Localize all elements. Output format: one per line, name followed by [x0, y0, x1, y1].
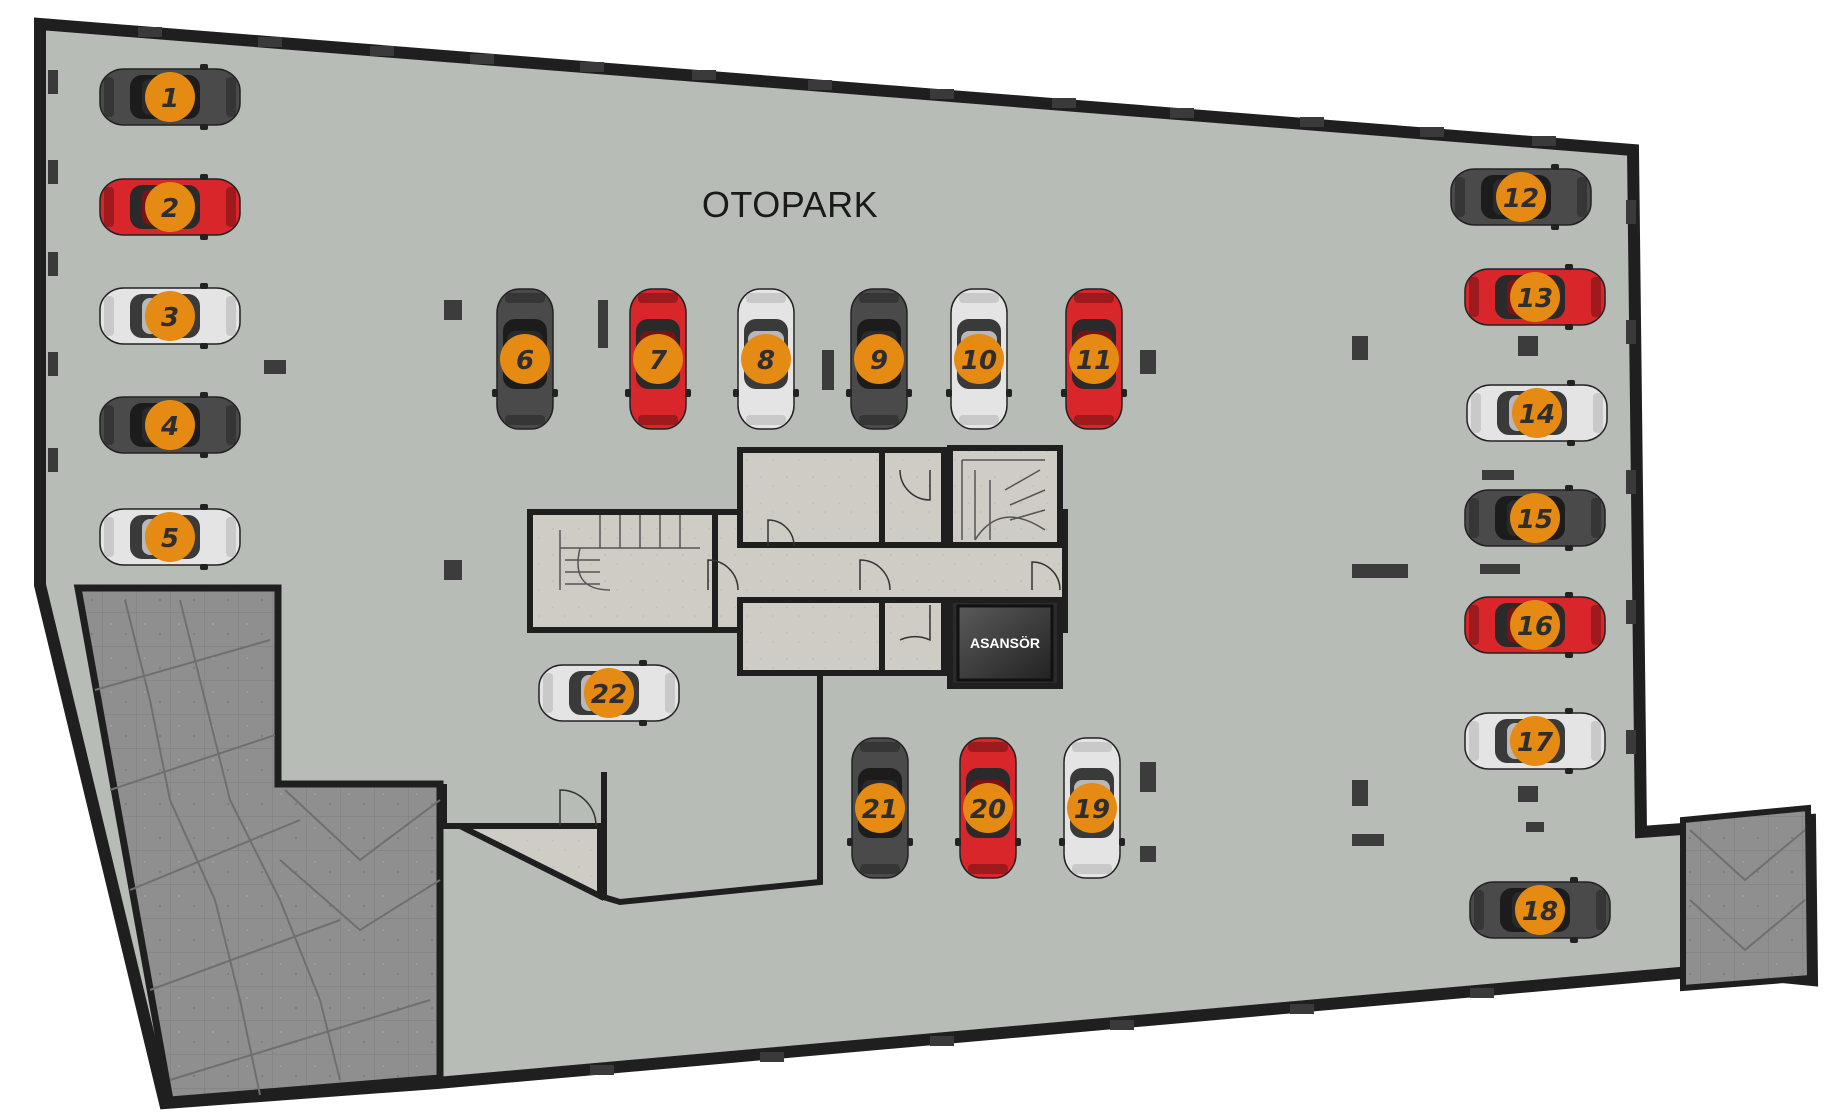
spot-badge [741, 334, 791, 384]
parking-spot: 22 [538, 660, 680, 726]
spot-badge [1515, 885, 1565, 935]
spot-number: 4 [160, 412, 179, 442]
parking-spot: 10 [946, 288, 1012, 430]
parking-spot: 8 [733, 288, 799, 430]
elevator-label: ASANSÖR [970, 635, 1040, 651]
spot-badge [963, 783, 1013, 833]
parking-spot: 11 [1061, 288, 1127, 430]
parking-spot: 13 [1464, 264, 1606, 330]
spot-badge [145, 72, 195, 122]
spot-number: 9 [870, 346, 888, 376]
spot-number: 19 [1074, 795, 1110, 825]
wall-segments [48, 27, 1636, 1075]
spot-number: 8 [757, 346, 775, 376]
spot-badge [145, 400, 195, 450]
parking-spot: 1 [99, 64, 241, 130]
spot-badge [1069, 334, 1119, 384]
spot-badge [954, 334, 1004, 384]
spot-badge [1512, 388, 1562, 438]
parking-spot: 7 [625, 288, 691, 430]
spot-number: 5 [161, 524, 179, 554]
parking-spot: 14 [1466, 380, 1608, 446]
parking-spot: 17 [1464, 708, 1606, 774]
parking-spot: 19 [1059, 737, 1125, 879]
spot-badge [145, 291, 195, 341]
spot-number: 22 [591, 680, 627, 710]
storage-room [441, 672, 823, 906]
parking-spot: 6 [492, 288, 558, 430]
right-ramp [1680, 804, 1814, 992]
spot-badge [145, 512, 195, 562]
spot-number: 20 [970, 795, 1006, 825]
parking-spot: 2 [99, 174, 241, 240]
spot-number: 12 [1503, 184, 1539, 214]
spot-number: 2 [161, 194, 179, 224]
spot-number: 17 [1517, 728, 1554, 758]
spot-badge [1510, 716, 1560, 766]
spot-number: 15 [1517, 505, 1553, 535]
parking-spots: 1 2 3 4 5 6 7 8 9 10 11 12 13 14 15 16 1… [99, 64, 1611, 943]
spot-badge [584, 668, 634, 718]
spot-number: 14 [1519, 400, 1555, 430]
parking-spot: 20 [955, 737, 1021, 879]
spot-number: 6 [516, 346, 534, 376]
spot-number: 10 [961, 346, 997, 376]
elevator [956, 604, 1054, 682]
columns [264, 300, 1544, 862]
spot-badge [633, 334, 683, 384]
parking-spot: 21 [847, 737, 913, 879]
spot-number: 1 [161, 84, 179, 114]
page-title: OTOPARK [702, 184, 878, 225]
spot-number: 16 [1517, 612, 1553, 642]
parking-spot: 12 [1450, 164, 1592, 230]
building-core: ASANSÖR [527, 445, 1068, 689]
spot-badge [1510, 272, 1560, 322]
spot-badge [1496, 172, 1546, 222]
parking-spot: 4 [99, 392, 241, 458]
parking-spot: 5 [99, 504, 241, 570]
spot-number: 18 [1522, 897, 1558, 927]
spot-number: 11 [1076, 346, 1112, 376]
parking-spot: 3 [99, 283, 241, 349]
spot-badge [854, 334, 904, 384]
spot-number: 13 [1517, 284, 1553, 314]
spot-badge [1510, 600, 1560, 650]
spot-number: 21 [862, 795, 898, 825]
entrance-ramp [73, 584, 444, 1104]
parking-spot: 15 [1464, 485, 1606, 551]
spot-number: 7 [649, 346, 668, 376]
spot-number: 3 [161, 303, 179, 333]
parking-spot: 16 [1464, 592, 1606, 658]
parking-spot: 18 [1469, 877, 1611, 943]
spot-badge [1067, 783, 1117, 833]
spot-badge [500, 334, 550, 384]
spot-badge [145, 182, 195, 232]
parking-spot: 9 [846, 288, 912, 430]
spot-badge [1510, 493, 1560, 543]
spot-badge [855, 783, 905, 833]
